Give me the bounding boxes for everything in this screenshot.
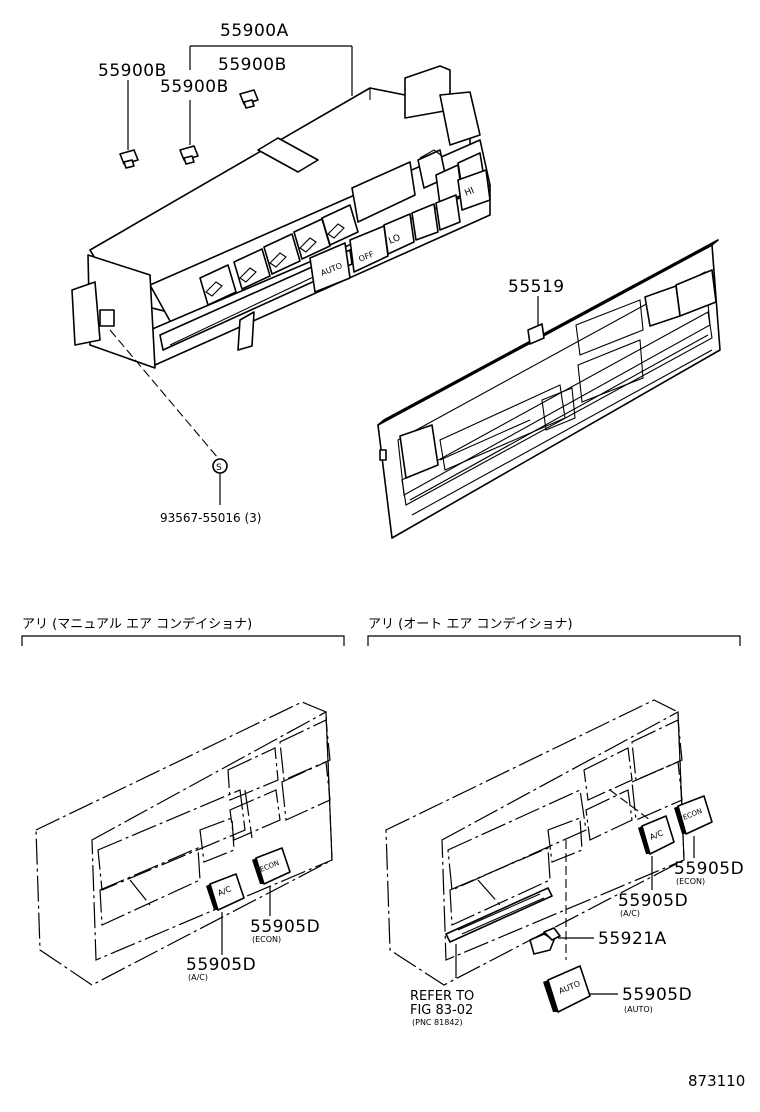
label-manual-55905d-ac: 55905D xyxy=(186,955,256,975)
manual-header-text: アリ (マニュアル エア コンデイショナ) xyxy=(22,616,252,632)
top-leaders xyxy=(127,45,353,150)
refer-line-3: (PNC 81842) xyxy=(412,1018,463,1027)
manual-knob-ac: A/C xyxy=(206,873,245,911)
label-auto-econ-sub: (ECON) xyxy=(676,877,705,886)
auto-header-text: アリ (オート エア コンデイショナ) xyxy=(368,616,573,632)
label-manual-ac-sub: (A/C) xyxy=(188,973,208,982)
label-55519: 55519 xyxy=(508,277,565,297)
label-55900b-left: 55900B xyxy=(98,61,167,81)
label-auto-55905d-ac: 55905D xyxy=(618,891,688,911)
label-manual-econ-sub: (ECON) xyxy=(252,935,281,944)
auto-panel xyxy=(385,699,685,986)
manual-section-header: アリ (マニュアル エア コンデイショナ) xyxy=(21,616,345,646)
label-auto-ac-sub: (A/C) xyxy=(620,909,640,918)
manual-knob-econ: ECON xyxy=(252,847,291,885)
auto-section-header: アリ (オート エア コンデイショナ) xyxy=(367,616,741,646)
label-55921a: 55921A xyxy=(598,929,667,949)
label-55900b-mid: 55900B xyxy=(160,77,229,97)
refer-line-2: FIG 83-02 xyxy=(410,1003,473,1018)
label-93567-55016: 93567-55016 (3) xyxy=(160,511,262,525)
screw-s-symbol: S xyxy=(216,463,222,473)
btn-mark-lo: LO xyxy=(387,233,402,247)
label-auto-auto-sub: (AUTO) xyxy=(624,1005,653,1014)
label-auto-55905d-econ: 55905D xyxy=(674,859,744,879)
label-auto-55905d-auto: 55905D xyxy=(622,985,692,1005)
manual-panel xyxy=(35,701,333,986)
label-55900b-right: 55900B xyxy=(218,55,287,75)
label-55900a: 55900A xyxy=(220,21,289,41)
screw-icon-left xyxy=(119,149,139,169)
auto-knob-auto: AUTO xyxy=(543,965,591,1013)
refer-line-1: REFER TO xyxy=(410,989,474,1004)
btn-mark-hi: HI xyxy=(463,186,475,199)
screw-icon-right xyxy=(239,89,259,109)
auto-knob-ac: A/C xyxy=(638,815,675,855)
bulb-icon xyxy=(529,927,561,955)
indicator-strip xyxy=(445,887,553,943)
screw-icon-mid xyxy=(179,145,199,165)
figure-number: 873110 xyxy=(688,1072,745,1090)
label-manual-55905d-econ: 55905D xyxy=(250,917,320,937)
auto-knob-econ: ECON xyxy=(674,795,713,835)
panel-cover xyxy=(377,239,721,539)
control-assembly: AUTO OFF LO HI xyxy=(71,65,491,369)
